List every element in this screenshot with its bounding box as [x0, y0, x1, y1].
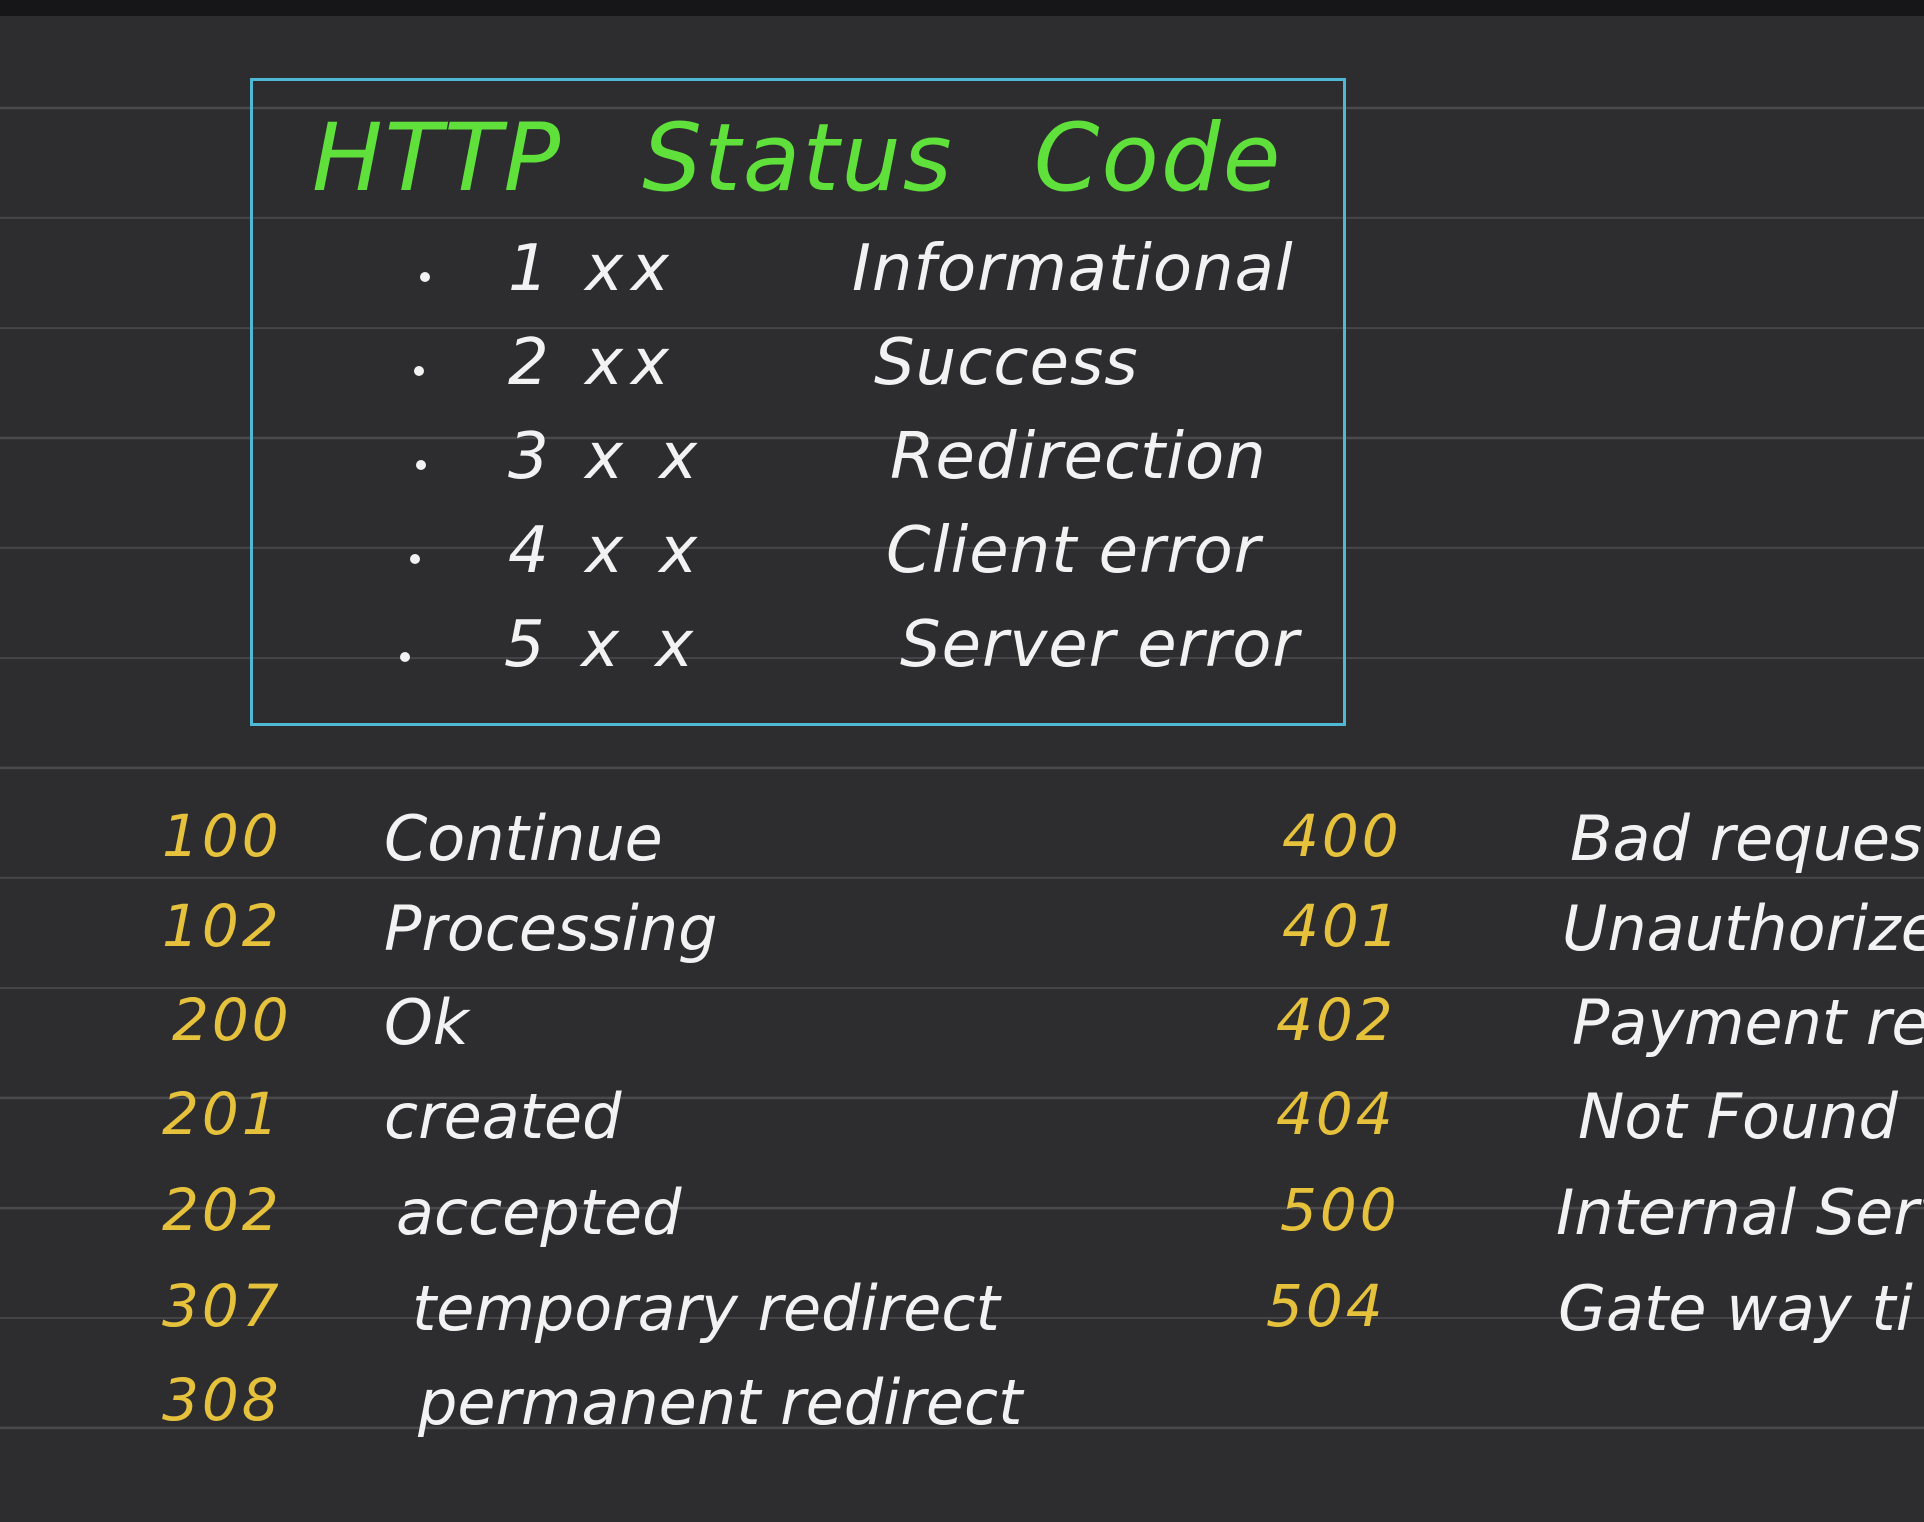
- code-label: accepted: [396, 1176, 682, 1249]
- code-number: 201: [162, 1080, 282, 1148]
- title-word-http: HTTP: [312, 104, 563, 213]
- status-class-row: 2 xx Success: [0, 326, 1924, 422]
- code-number: 102: [162, 892, 282, 960]
- bullet-icon: [420, 272, 430, 282]
- status-class-meaning: Client error: [886, 514, 1262, 588]
- code-number: 504: [1266, 1272, 1386, 1340]
- status-class-meaning: Success: [874, 326, 1139, 400]
- code-row: 100 Continue: [0, 802, 1924, 892]
- code-number: 202: [162, 1176, 282, 1244]
- code-row: 504 Gate way ti: [0, 1272, 1924, 1362]
- code-label: Continue: [384, 802, 663, 875]
- code-number: 307: [162, 1272, 282, 1340]
- code-number: 402: [1276, 986, 1396, 1054]
- status-class-code: 2 xx: [508, 326, 677, 400]
- title-word-code: Code: [1033, 104, 1283, 213]
- code-label: Internal Serv: [1556, 1176, 1924, 1249]
- status-class-code: 4 x x: [508, 514, 706, 588]
- code-row: 307 temporary redirect: [0, 1272, 1924, 1362]
- status-class-row: 1 xx Informational: [0, 232, 1924, 328]
- code-row: 500 Internal Serv: [0, 1176, 1924, 1266]
- code-label: Processing: [384, 892, 718, 965]
- code-label: permanent redirect: [418, 1366, 1023, 1439]
- code-label: Payment req: [1572, 986, 1924, 1059]
- code-number: 400: [1282, 802, 1402, 870]
- code-row: 308 permanent redirect: [0, 1366, 1924, 1456]
- code-label: Unauthorized: [1562, 892, 1924, 965]
- code-number: 404: [1276, 1080, 1396, 1148]
- code-row: 202 accepted: [0, 1176, 1924, 1266]
- status-class-code: 1 xx: [508, 232, 677, 306]
- code-row: 401 Unauthorized: [0, 892, 1924, 982]
- status-class-code: 5 x x: [504, 608, 702, 682]
- code-row: 200 Ok: [0, 986, 1924, 1076]
- code-label: temporary redirect: [412, 1272, 1000, 1345]
- title-word-status: Status: [642, 104, 954, 213]
- bullet-icon: [414, 366, 424, 376]
- status-class-meaning: Redirection: [890, 420, 1267, 494]
- code-number: 500: [1280, 1176, 1400, 1244]
- status-class-code: 3 x x: [508, 420, 706, 494]
- status-class-row: 4 x x Client error: [0, 514, 1924, 610]
- code-row: 400 Bad request: [0, 802, 1924, 892]
- code-label: Not Found: [1578, 1080, 1898, 1153]
- code-label: Bad request: [1570, 802, 1924, 875]
- code-label: Ok: [384, 986, 469, 1059]
- page-title: HTTP Status Code: [312, 104, 1362, 213]
- bullet-icon: [410, 554, 420, 564]
- top-bar: [0, 0, 1924, 16]
- status-class-meaning: Server error: [900, 608, 1300, 682]
- code-row: 402 Payment req: [0, 986, 1924, 1076]
- code-row: 201 created: [0, 1080, 1924, 1170]
- status-class-row: 5 x x Server error: [0, 608, 1924, 704]
- code-number: 100: [162, 802, 282, 870]
- code-label: Gate way ti: [1558, 1272, 1913, 1345]
- status-class-meaning: Informational: [852, 232, 1294, 306]
- status-class-row: 3 x x Redirection: [0, 420, 1924, 516]
- bullet-icon: [416, 460, 426, 470]
- code-number: 308: [162, 1366, 282, 1434]
- code-row: 404 Not Found: [0, 1080, 1924, 1170]
- code-row: 102 Processing: [0, 892, 1924, 982]
- summary-box: [250, 78, 1346, 726]
- code-number: 401: [1282, 892, 1402, 960]
- code-label: created: [384, 1080, 622, 1153]
- bullet-icon: [400, 652, 410, 662]
- code-number: 200: [172, 986, 292, 1054]
